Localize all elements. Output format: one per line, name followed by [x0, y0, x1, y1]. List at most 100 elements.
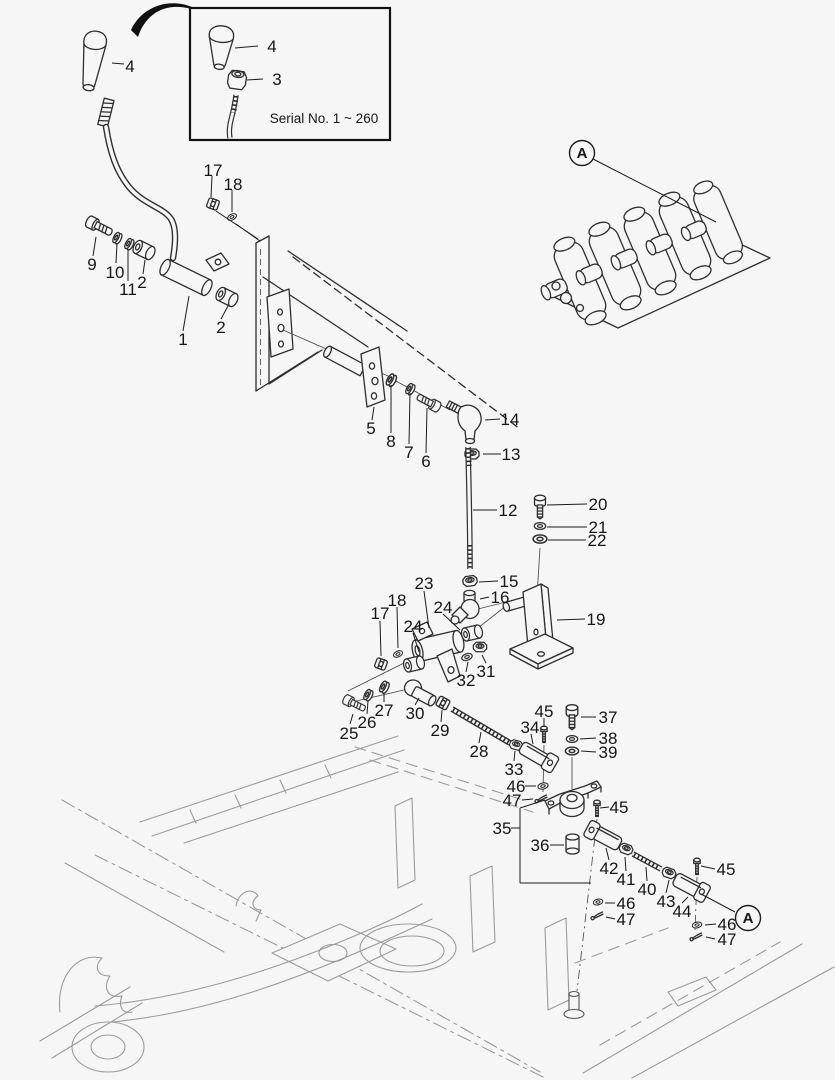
callout-part-25: 25: [340, 724, 359, 743]
control-valve-assembly: [540, 180, 771, 329]
callout-labels: 4 17 18 9 10 11 2 1 2 5 8 7 6 14 13 12 2…: [87, 57, 736, 949]
callout-part-28: 28: [470, 742, 489, 761]
callout-part-10: 10: [106, 263, 125, 282]
callout-part-19: 19: [587, 610, 606, 629]
callout-part-2a: 2: [137, 273, 146, 292]
view-marker-a-bottom-label: A: [743, 910, 754, 927]
callout-part-29: 29: [431, 721, 450, 740]
rod-12: [465, 446, 473, 570]
callout-part-12: 12: [499, 501, 518, 520]
nut-17-mid: [373, 656, 389, 672]
serial-inset-panel: [188, 6, 392, 142]
clevis-44: [672, 873, 711, 903]
washer-39: [564, 746, 580, 756]
washer-46-b: [592, 897, 604, 907]
callout-part-46a: 46: [507, 777, 526, 796]
washer-18-mid: [391, 648, 405, 660]
washer-46-a: [536, 781, 550, 791]
clevis-34: [518, 741, 560, 774]
callout-part-1: 1: [178, 330, 187, 349]
bolt-37: [565, 703, 579, 731]
callout-part-31: 31: [477, 662, 496, 681]
serial-note: Serial No. 1 ~ 260: [270, 111, 378, 126]
callout-part-22: 22: [588, 531, 607, 550]
inset-knob-part: [208, 25, 235, 71]
callout-part-20: 20: [589, 495, 608, 514]
callout-part-13: 13: [502, 445, 521, 464]
callout-part-43: 43: [657, 892, 676, 911]
washer-27: [377, 679, 392, 695]
callout-part-47c: 47: [718, 930, 737, 949]
inset-nut-part: [226, 69, 248, 91]
washer-10: [110, 230, 124, 246]
bolt-20: [533, 494, 547, 520]
ball-joint-16: [450, 589, 480, 625]
lever-shaft-part: [102, 123, 179, 262]
nut-15: [461, 574, 479, 588]
parts-layer: [82, 30, 711, 942]
nut-41: [617, 841, 635, 857]
callout-part-2b: 2: [216, 318, 225, 337]
bushing-2-upper: [130, 238, 158, 262]
screw-45-b: [593, 799, 601, 818]
view-marker-a-bottom: A: [734, 904, 762, 932]
washer-38: [565, 734, 579, 744]
callout-part-35: 35: [493, 819, 512, 838]
callout-part-42: 42: [600, 859, 619, 878]
inset-callout-nut: 3: [272, 70, 281, 89]
callout-part-4: 4: [125, 57, 134, 76]
callout-part-9: 9: [87, 255, 96, 274]
lever-pivot-part: [159, 252, 230, 297]
machine-frame-underlay: [39, 735, 835, 1079]
callout-part-40: 40: [638, 880, 657, 899]
cotter-pin-47-b: [589, 911, 605, 921]
callout-part-7: 7: [404, 443, 413, 462]
nut-29: [434, 694, 452, 712]
leader-lines: [92, 45, 736, 940]
inset-arrow: [131, 3, 192, 37]
callout-part-18: 18: [224, 175, 243, 194]
washer-18-top: [225, 211, 239, 223]
bellcrank-part-23: [411, 621, 465, 683]
bolt-9: [83, 214, 115, 239]
frame-mount-plate: [266, 288, 294, 358]
callout-part-37: 37: [599, 708, 618, 727]
view-marker-a-top-label: A: [577, 145, 588, 162]
nut-17-top: [205, 196, 221, 212]
ball-joint-14: [445, 400, 482, 445]
callout-part-14: 14: [501, 410, 520, 429]
cotter-pin-47-c: [688, 932, 704, 942]
callout-part-27: 27: [375, 701, 394, 720]
ball-joint-30: [403, 679, 437, 707]
callout-part-47b: 47: [617, 910, 636, 929]
callout-part-45b: 45: [610, 798, 629, 817]
callout-part-17b: 17: [371, 604, 390, 623]
callout-part-15: 15: [500, 572, 519, 591]
callout-part-26: 26: [358, 713, 377, 732]
callout-part-30: 30: [406, 704, 425, 723]
bushing-24-right: [459, 623, 485, 643]
callout-part-33: 33: [505, 760, 524, 779]
washer-32: [460, 651, 474, 663]
callout-part-45a: 45: [535, 702, 554, 721]
callout-part-39: 39: [599, 743, 618, 762]
callout-part-36: 36: [531, 836, 550, 855]
callout-part-44: 44: [673, 902, 692, 921]
bushing-2-lower: [213, 285, 241, 309]
chassis-stud: [563, 990, 585, 1020]
callout-part-46c: 46: [718, 915, 737, 934]
clevis-42: [583, 820, 623, 851]
callout-part-16: 16: [491, 588, 510, 607]
support-bracket-19: [502, 583, 574, 670]
callout-part-18b: 18: [388, 591, 407, 610]
shaft-plate-part-5: [323, 345, 386, 408]
rod-40: [631, 851, 663, 872]
lever-threaded-end: [97, 97, 115, 128]
callout-part-21: 21: [589, 518, 608, 537]
bushing-24-left: [401, 654, 427, 674]
washer-21: [533, 521, 547, 531]
callout-part-47a: 47: [503, 791, 522, 810]
inset-callout-knob: 4: [267, 37, 276, 56]
